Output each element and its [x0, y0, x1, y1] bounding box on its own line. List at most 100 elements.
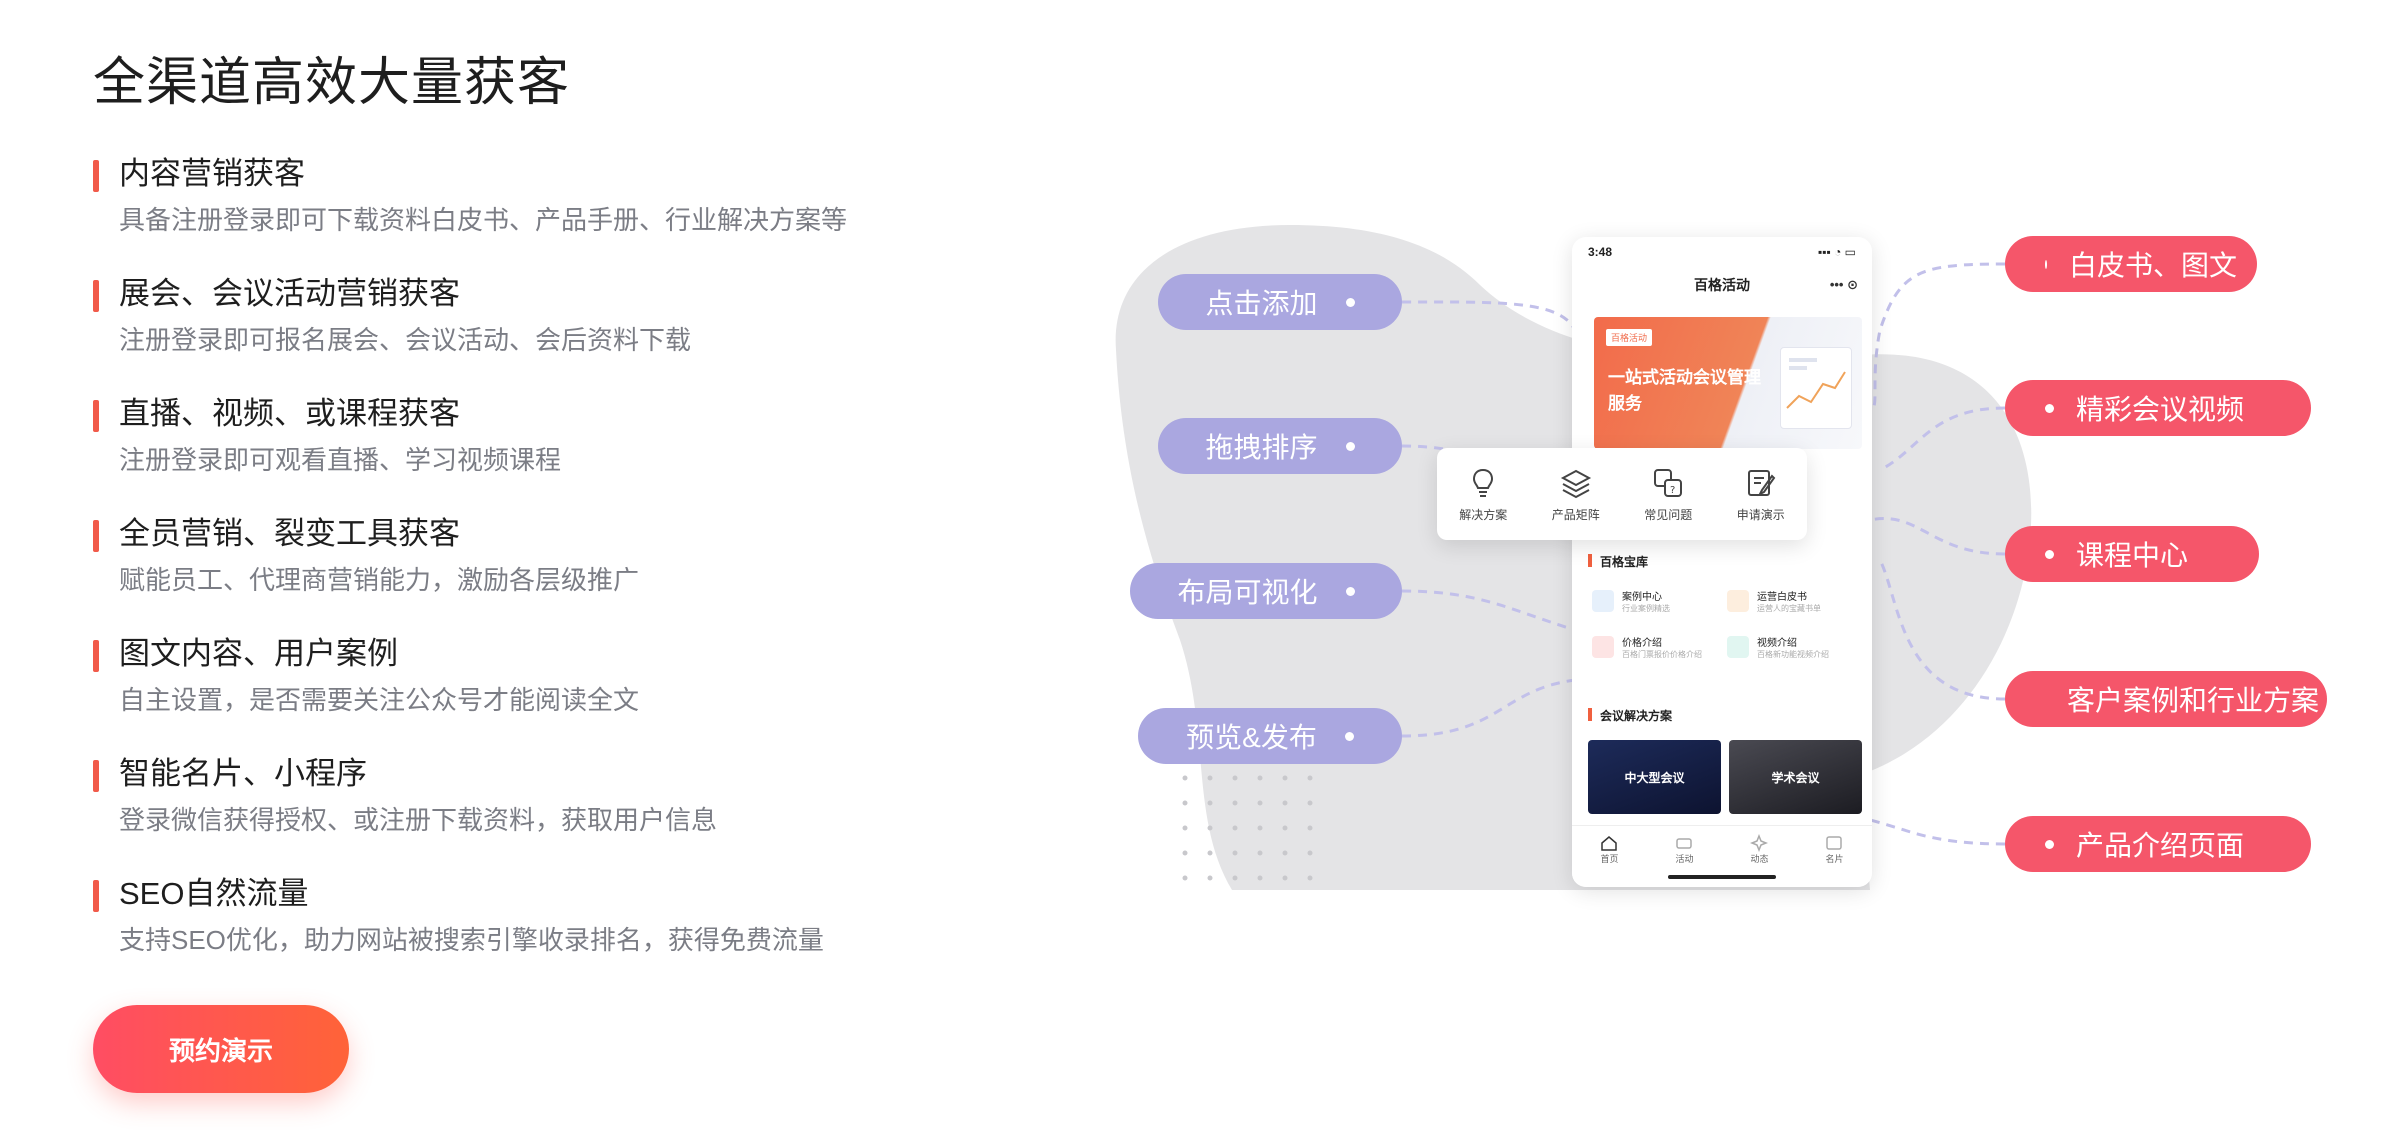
miniprogram-menu-icon: ••• ⊙	[1829, 277, 1858, 292]
tab-card[interactable]: 名片	[1825, 834, 1844, 887]
connector-lines	[1401, 262, 2006, 846]
dot-icon	[2045, 549, 2054, 559]
dot-icon	[2045, 839, 2054, 849]
tab-activity[interactable]: 活动	[1675, 834, 1694, 887]
library-item-whitepaper[interactable]: 运营白皮书运营人的宝藏书单	[1727, 588, 1862, 614]
feature-desc: 具备注册登录即可下载资料白皮书、产品手册、行业解决方案等	[119, 205, 848, 235]
library-title: 百格宝库	[1588, 553, 1862, 570]
sparkle-icon	[1750, 834, 1769, 852]
tab-label: 名片	[1825, 854, 1844, 864]
pill-visual-layout: 布局可视化	[1130, 563, 1402, 619]
library-item-video[interactable]: 视频介绍百格新功能视频介绍	[1727, 634, 1862, 660]
edit-icon	[1747, 469, 1776, 496]
solution-label: 学术会议	[1771, 770, 1820, 785]
book-demo-button[interactable]: 预约演示	[93, 1005, 349, 1093]
banner-badge: 百格活动	[1606, 329, 1653, 346]
page-title: 全渠道高效大量获客	[93, 54, 571, 112]
tab-home[interactable]: 首页	[1600, 834, 1619, 887]
dot-icon	[2045, 403, 2054, 413]
tab-label: 动态	[1750, 854, 1769, 864]
faq-icon: ?	[1654, 468, 1683, 497]
quick-item-faq[interactable]: ? 常见问题	[1644, 466, 1692, 523]
pill-label: 课程中心	[2076, 540, 2189, 571]
pill-label: 点击添加	[1205, 288, 1318, 319]
phone-status-bar: 3:48 ▪▪▪ ◔ ▭	[1572, 237, 1872, 267]
card-icon	[1826, 836, 1843, 850]
quick-item-label: 解决方案	[1459, 507, 1508, 522]
feature-seo: SEO自然流量 支持SEO优化，助力网站被搜索引擎收录排名，获得免费流量	[93, 874, 824, 958]
dot-icon	[1345, 297, 1355, 307]
feature-title: SEO自然流量	[93, 874, 824, 914]
price-icon	[1592, 636, 1614, 658]
feature-articles-cases: 图文内容、用户案例 自主设置，是否需要关注公众号才能阅读全文	[93, 634, 639, 718]
phone-mockup: 3:48 ▪▪▪ ◔ ▭ 百格活动 ••• ⊙ 百格活动 一站式活动会议管理服务…	[1572, 237, 1872, 887]
library-item-cases[interactable]: 案例中心行业案例精选	[1592, 588, 1727, 614]
dot-pattern	[1182, 775, 1313, 881]
item-sub: 百格门票报价价格介绍	[1622, 650, 1702, 659]
pill-meeting-video: 精彩会议视频	[2005, 380, 2311, 436]
banner-chart-icon	[1780, 347, 1852, 429]
feature-desc: 支持SEO优化，助力网站被搜索引擎收录排名，获得免费流量	[119, 925, 824, 955]
quick-item-solutions[interactable]: 解决方案	[1459, 466, 1507, 523]
feature-title: 全员营销、裂变工具获客	[93, 514, 639, 554]
feature-desc: 注册登录即可报名展会、会议活动、会后资料下载	[119, 325, 692, 355]
pill-label: 预览&发布	[1186, 722, 1317, 753]
pill-drag-sort: 拖拽排序	[1158, 418, 1402, 474]
signal-battery-icon: ▪▪▪ ◔ ▭	[1817, 245, 1856, 259]
pill-label: 布局可视化	[1177, 577, 1318, 608]
item-title: 价格介绍	[1622, 638, 1662, 649]
feature-title: 图文内容、用户案例	[93, 634, 639, 674]
feature-desc: 自主设置，是否需要关注公众号才能阅读全文	[119, 685, 640, 715]
library-item-pricing[interactable]: 价格介绍百格门票报价价格介绍	[1592, 634, 1727, 660]
video-icon	[1727, 636, 1749, 658]
phone-banner: 百格活动 一站式活动会议管理服务	[1594, 317, 1862, 449]
solution-card-large-meeting[interactable]: 中大型会议	[1588, 740, 1721, 814]
banner-text: 一站式活动会议管理服务	[1608, 368, 1761, 413]
feature-desc: 注册登录即可观看直播、学习视频课程	[119, 445, 562, 475]
item-sub: 行业案例精选	[1622, 604, 1670, 613]
solutions-section: 会议解决方案 中大型会议 学术会议	[1588, 707, 1862, 814]
item-sub: 运营人的宝藏书单	[1757, 604, 1821, 613]
library-section: 百格宝库 案例中心行业案例精选 运营白皮书运营人的宝藏书单 价格介绍百格门票报价…	[1588, 553, 1862, 660]
bookmark-icon	[1592, 590, 1614, 612]
quick-item-demo[interactable]: 申请演示	[1737, 466, 1785, 523]
item-title: 案例中心	[1622, 592, 1662, 603]
quick-item-products[interactable]: 产品矩阵	[1552, 466, 1600, 523]
dot-icon	[1344, 731, 1354, 741]
svg-text:?: ?	[1670, 485, 1675, 496]
pill-click-add: 点击添加	[1158, 274, 1402, 330]
quick-item-label: 产品矩阵	[1551, 507, 1600, 522]
feature-event-marketing: 展会、会议活动营销获客 注册登录即可报名展会、会议活动、会后资料下载	[93, 274, 691, 358]
home-icon	[1601, 836, 1618, 851]
pill-course-center: 课程中心	[2005, 526, 2259, 582]
tab-dynamic[interactable]: 动态	[1750, 834, 1769, 887]
feature-title: 内容营销获客	[93, 154, 847, 194]
solution-card-academic[interactable]: 学术会议	[1729, 740, 1862, 814]
home-indicator	[1668, 875, 1776, 879]
feature-title: 展会、会议活动营销获客	[93, 274, 691, 314]
status-time: 3:48	[1588, 245, 1613, 259]
pill-preview-publish: 预览&发布	[1138, 708, 1402, 764]
dot-icon	[1345, 586, 1355, 596]
solutions-title: 会议解决方案	[1588, 707, 1862, 724]
feature-smart-card: 智能名片、小程序 登录微信获得授权、或注册下载资料，获取用户信息	[93, 754, 717, 838]
feature-live-video: 直播、视频、或课程获客 注册登录即可观看直播、学习视频课程	[93, 394, 561, 478]
quick-item-label: 申请演示	[1736, 507, 1785, 522]
feature-staff-marketing: 全员营销、裂变工具获客 赋能员工、代理商营销能力，激励各层级推广	[93, 514, 639, 598]
feature-desc: 登录微信获得授权、或注册下载资料，获取用户信息	[119, 805, 718, 835]
tab-label: 首页	[1600, 854, 1619, 864]
phone-header: 百格活动 ••• ⊙	[1572, 267, 1872, 303]
quick-item-label: 常见问题	[1644, 507, 1693, 522]
book-icon	[1727, 590, 1749, 612]
item-sub: 百格新功能视频介绍	[1757, 650, 1829, 659]
pill-whitepaper: 白皮书、图文	[2005, 236, 2257, 292]
phone-header-title: 百格活动	[1694, 277, 1750, 293]
lightbulb-icon	[1473, 468, 1494, 497]
dot-icon	[1345, 441, 1355, 451]
layers-icon	[1560, 469, 1591, 498]
pill-label: 白皮书、图文	[2068, 250, 2237, 281]
ticket-icon	[1676, 838, 1693, 849]
item-title: 运营白皮书	[1757, 592, 1807, 603]
pill-label: 产品介绍页面	[2076, 830, 2245, 861]
feature-content-marketing: 内容营销获客 具备注册登录即可下载资料白皮书、产品手册、行业解决方案等	[93, 154, 847, 238]
